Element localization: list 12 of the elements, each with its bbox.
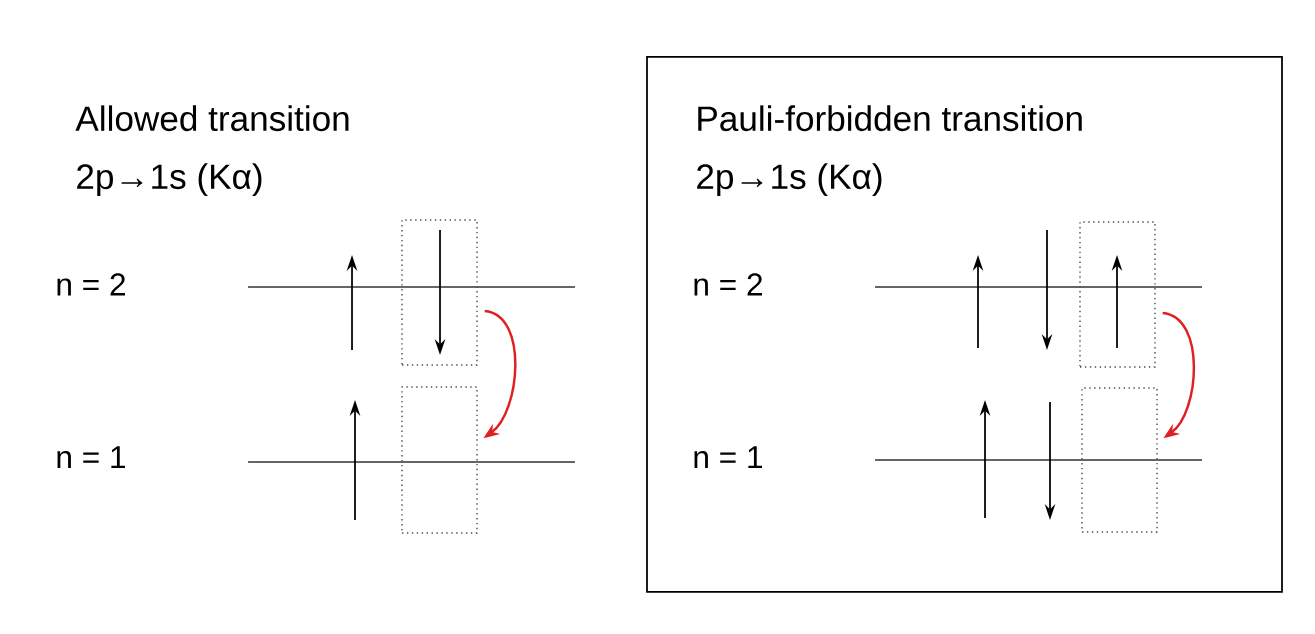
level-label: n = 1	[57, 446, 125, 469]
heading: 2p→1s (Kα)	[697, 163, 882, 197]
level-label: n = 2	[57, 273, 125, 296]
dotted-box	[1081, 387, 1158, 533]
heading: 2p→1s (Kα)	[77, 163, 262, 197]
level-label: n = 1	[694, 446, 762, 469]
level-label: n = 2	[694, 273, 762, 296]
heading: Pauli-forbidden transition	[698, 105, 1082, 132]
dotted-box	[401, 386, 478, 534]
dotted-box	[1079, 221, 1156, 368]
dotted-box	[401, 219, 478, 366]
heading: Allowed transition	[75, 105, 349, 132]
